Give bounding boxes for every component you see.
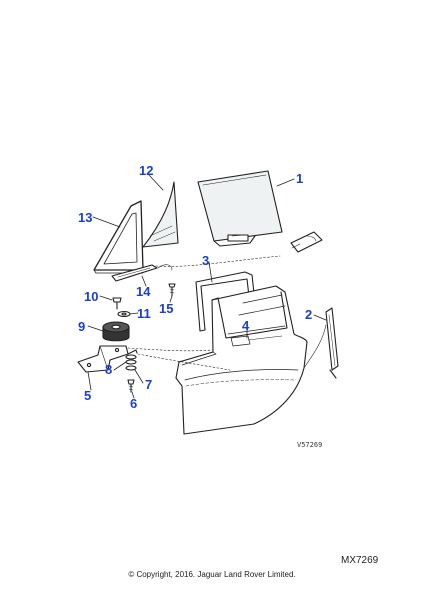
door-glass: [197, 170, 283, 247]
callout-11: 11: [137, 306, 151, 321]
callout-9: 9: [78, 319, 86, 334]
callout-6: 6: [130, 396, 138, 411]
callout-1: 1: [296, 171, 304, 186]
callout-7: 7: [145, 377, 153, 392]
callout-10: 10: [84, 289, 99, 304]
leader-lines: [87, 174, 327, 399]
callout-2: 2: [305, 307, 313, 322]
quarter-glass: [142, 181, 179, 248]
glass-channel: [111, 264, 173, 282]
callout-8: 8: [105, 362, 113, 377]
callout-5: 5: [84, 388, 92, 403]
quarter-frame: [93, 200, 144, 274]
door-shell: [175, 285, 308, 435]
washer-11: [117, 310, 131, 318]
callout-13: 13: [78, 210, 93, 225]
fixings-lower: [125, 354, 137, 393]
copyright-notice: © Copyright, 2016. Jaguar Land Rover Lim…: [128, 570, 296, 579]
callout-3: 3: [202, 253, 210, 268]
callout-15: 15: [159, 301, 174, 316]
dashed-connectors: [127, 255, 281, 371]
pivot-fitting: [290, 231, 323, 253]
diagram-code: MX7269: [341, 555, 379, 566]
rear-frame-strip: [303, 307, 339, 379]
rubber-buffer: [102, 321, 130, 342]
mounting-bracket: [77, 345, 138, 373]
callout-14: 14: [136, 284, 151, 299]
callout-12: 12: [139, 163, 154, 178]
drawing-reference: V57269: [297, 441, 323, 449]
screw-10: [112, 297, 122, 310]
screw-15: [168, 283, 176, 297]
callout-4: 4: [242, 318, 250, 333]
